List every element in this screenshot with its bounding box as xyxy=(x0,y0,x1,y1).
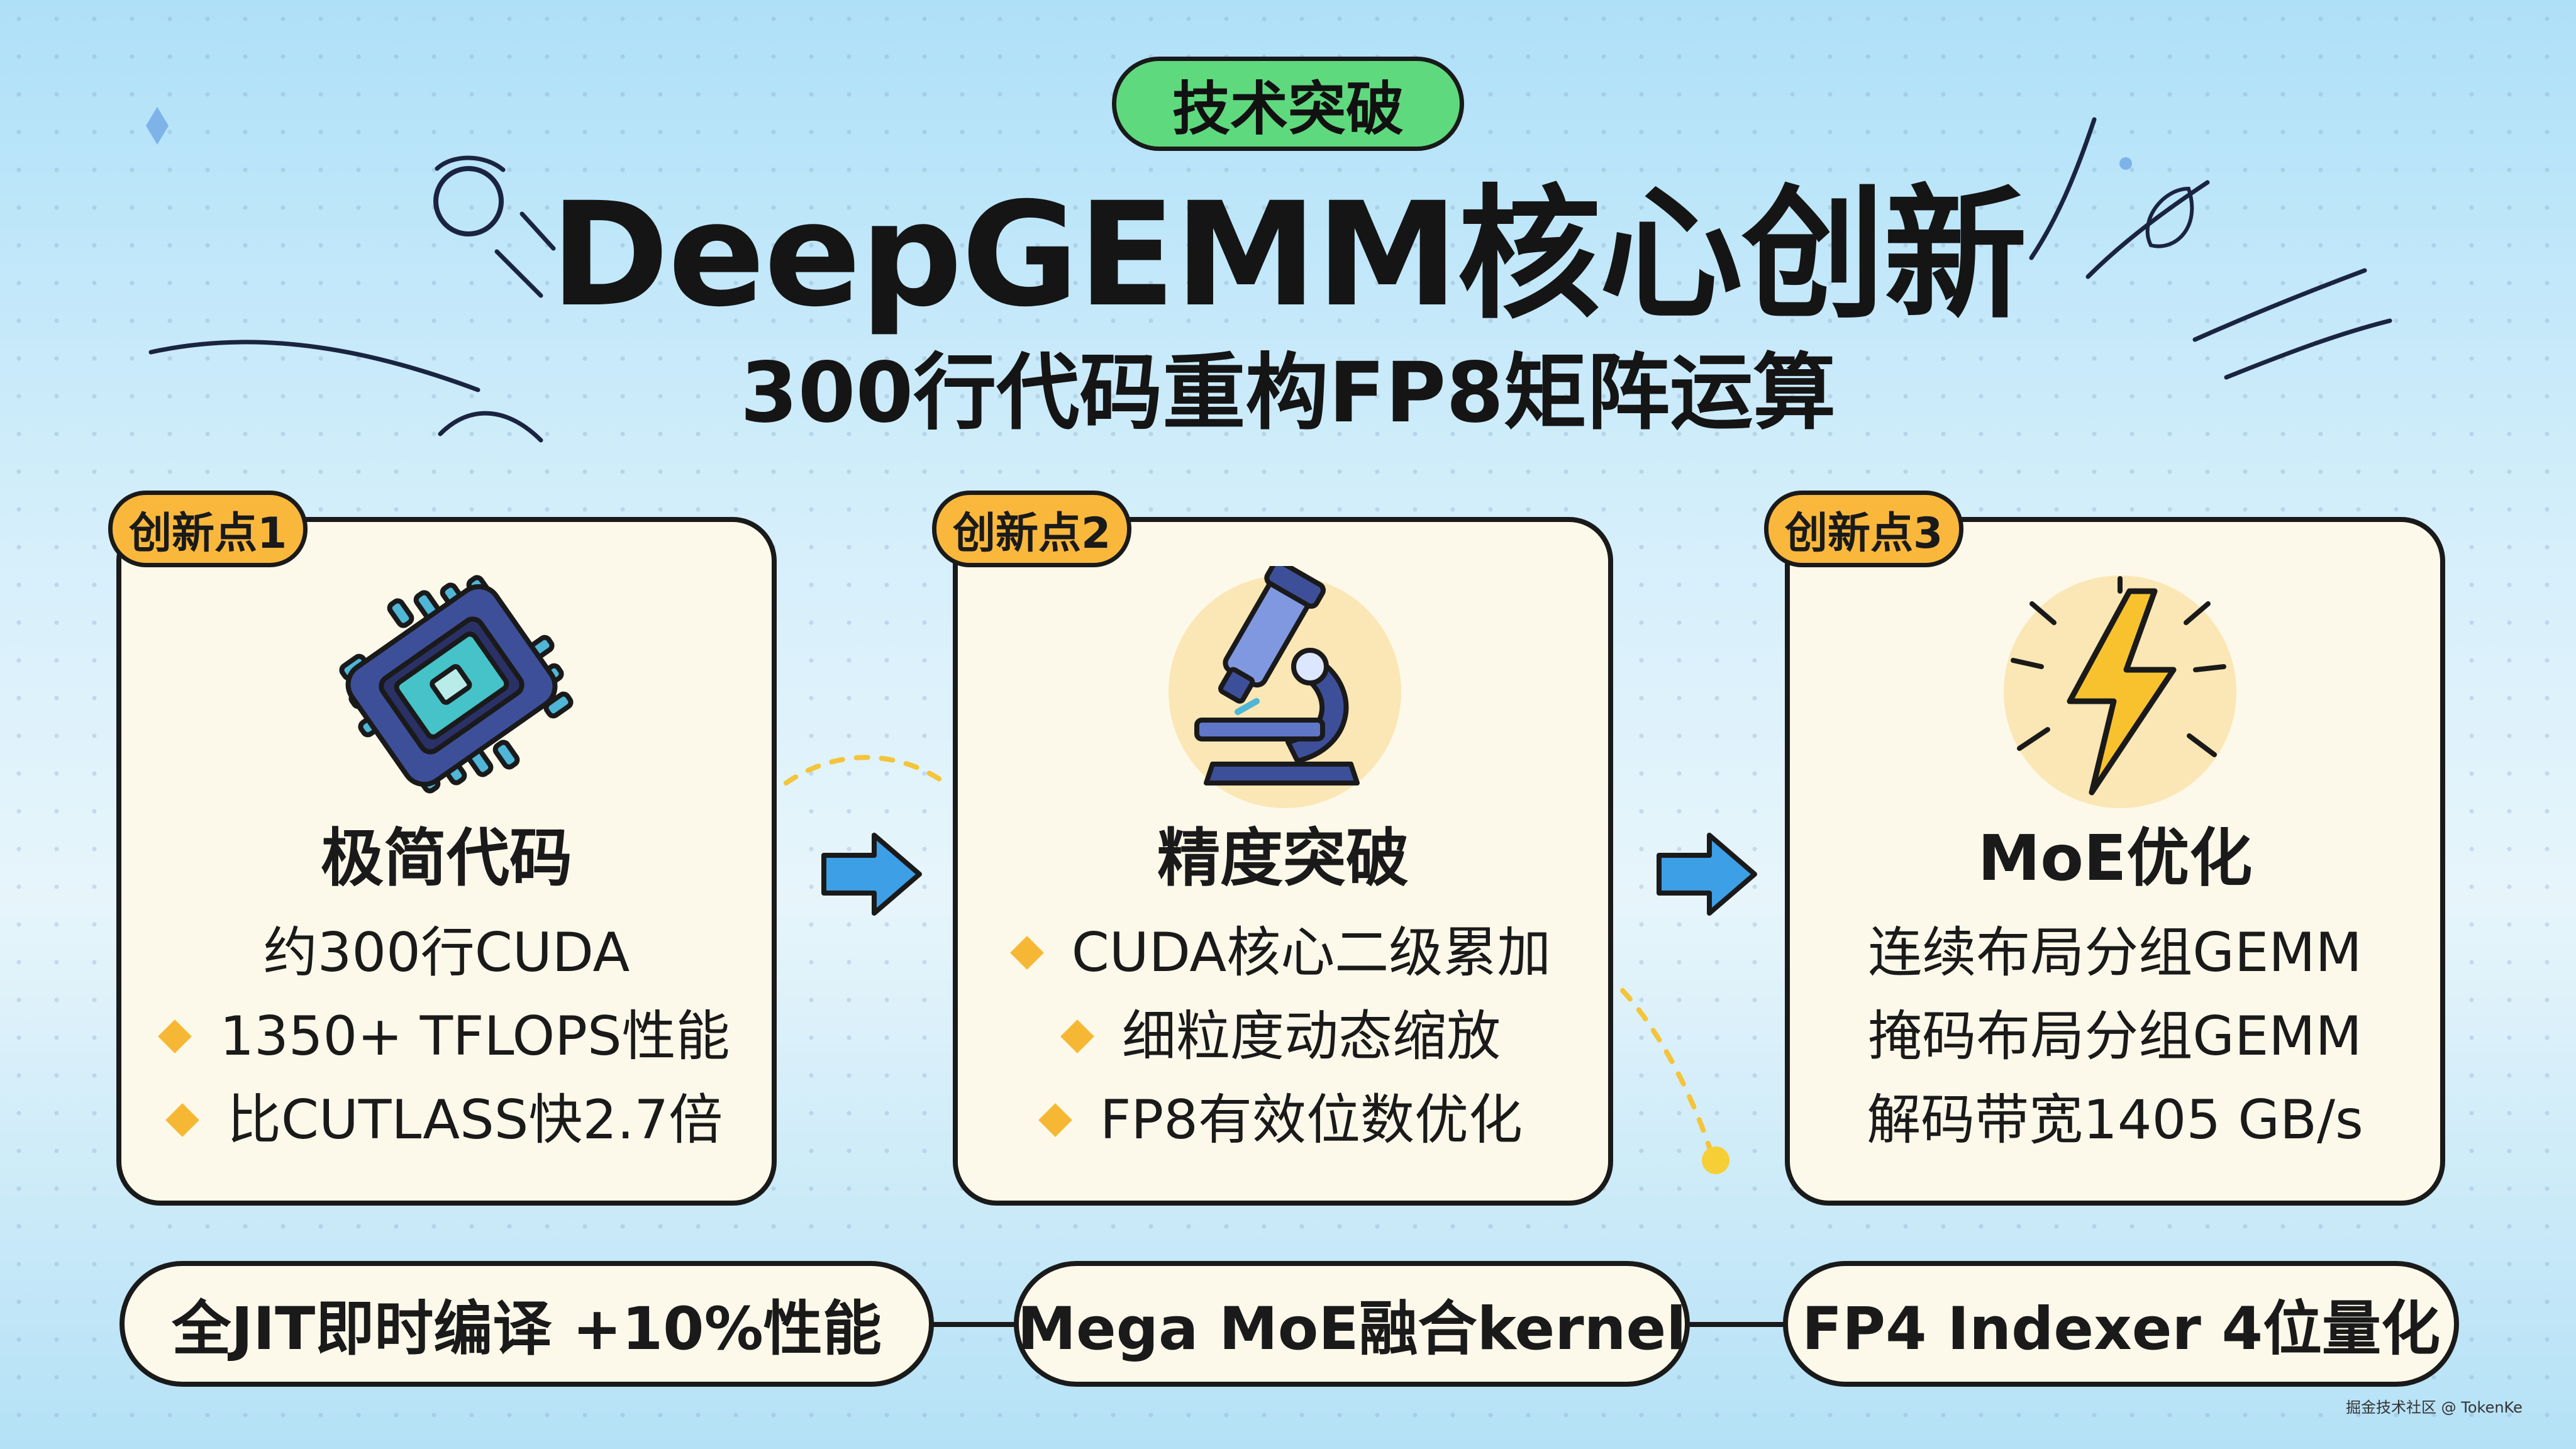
pill-connector xyxy=(931,1322,1019,1327)
page-title: DeepGEMM核心创新 xyxy=(550,171,2027,338)
card-title: MoE优化 xyxy=(1977,821,2253,895)
card-row-text: 掩码布局分组GEMM xyxy=(1868,1005,2362,1068)
card-row-text: 约300行CUDA xyxy=(263,921,630,984)
card-row: 1350+ TFLOPS性能 xyxy=(121,1002,772,1071)
bullet-diamond-icon xyxy=(1038,1103,1072,1137)
chip-icon xyxy=(326,566,577,818)
bullet-diamond-icon xyxy=(165,1103,199,1137)
card-row-text: CUDA核心二级累加 xyxy=(1071,921,1552,984)
card-title: 极简代码 xyxy=(321,821,572,895)
innovation-tag-3: 创新点3 xyxy=(1764,491,1964,567)
innovation-tag-2: 创新点2 xyxy=(932,491,1132,567)
page-subtitle: 300行代码重构FP8矩阵运算 xyxy=(740,345,1836,441)
card-row-text: 解码带宽1405 GB/s xyxy=(1867,1089,2363,1152)
feature-pill-fp4: FP4 Indexer 4位量化 xyxy=(1783,1261,2459,1387)
card-row: 连续布局分组GEMM xyxy=(1790,918,2440,987)
innovation-card-1: 极简代码 约300行CUDA 1350+ TFLOPS性能 比CUTLASS快2… xyxy=(116,517,777,1206)
header-badge: 技术突破 xyxy=(1112,57,1464,151)
innovation-card-2: 精度突破 CUDA核心二级累加 细粒度动态缩放 FP8有效位数优化 xyxy=(953,517,1613,1206)
arrow-right-icon xyxy=(1657,833,1757,916)
bullet-diamond-icon xyxy=(1060,1019,1094,1053)
lightning-icon xyxy=(1994,566,2246,818)
card-title: 精度突破 xyxy=(1157,821,1409,895)
card-row: 比CUTLASS快2.7倍 xyxy=(121,1085,772,1155)
card-row-text: FP8有效位数优化 xyxy=(1099,1089,1523,1152)
card-row: 解码带宽1405 GB/s xyxy=(1790,1085,2440,1155)
card-row: 掩码布局分组GEMM xyxy=(1790,1002,2440,1071)
feature-pill-mega-moe: Mega MoE融合kernel xyxy=(1014,1261,1690,1387)
watermark: 掘金技术社区 @ TokenKe xyxy=(2346,1399,2523,1416)
pill-connector xyxy=(1685,1322,1786,1327)
card-row: FP8有效位数优化 xyxy=(958,1085,1608,1155)
feature-pill-jit: 全JIT即时编译 +10%性能 xyxy=(119,1261,934,1387)
arrow-right-icon xyxy=(821,833,922,916)
bullet-diamond-icon xyxy=(158,1019,192,1053)
card-row-text: 细粒度动态缩放 xyxy=(1122,1005,1501,1068)
microscope-icon xyxy=(1162,559,1414,818)
innovation-tag-1: 创新点1 xyxy=(108,491,308,567)
card-row: 约300行CUDA xyxy=(121,918,772,987)
card-row-text: 比CUTLASS快2.7倍 xyxy=(226,1089,723,1152)
card-row-text: 连续布局分组GEMM xyxy=(1868,921,2362,984)
innovation-card-3: MoE优化 连续布局分组GEMM 掩码布局分组GEMM 解码带宽1405 GB/… xyxy=(1785,517,2445,1206)
bullet-diamond-icon xyxy=(1009,936,1044,970)
card-row: CUDA核心二级累加 xyxy=(958,918,1608,987)
card-row: 细粒度动态缩放 xyxy=(958,1002,1608,1071)
card-row-text: 1350+ TFLOPS性能 xyxy=(219,1005,730,1068)
